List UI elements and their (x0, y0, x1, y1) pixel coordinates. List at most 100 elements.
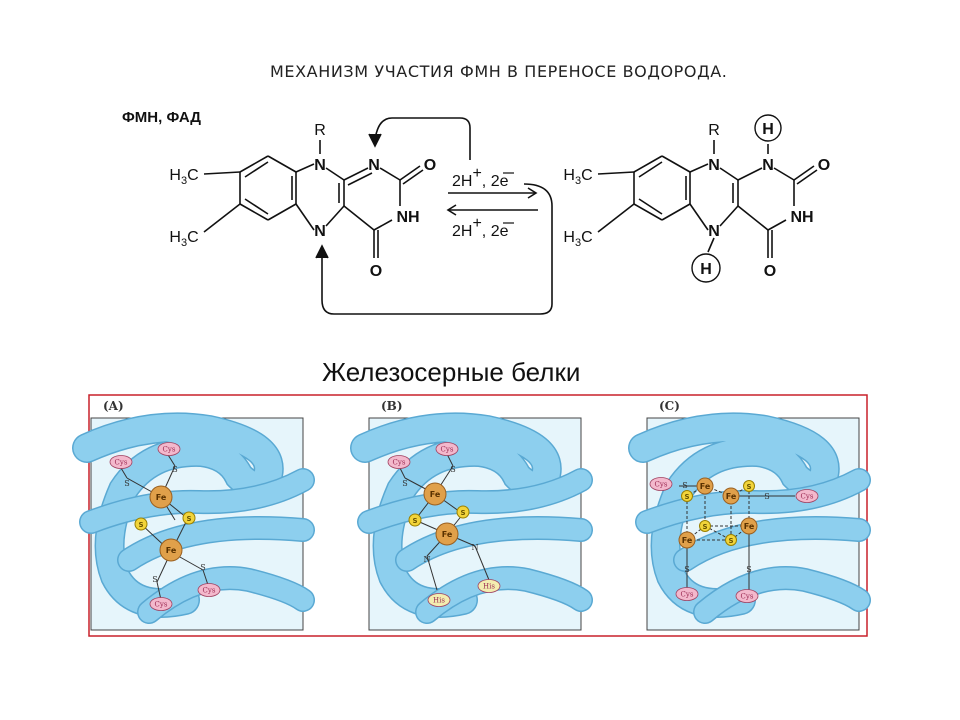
curved-arrowhead-top (368, 133, 382, 148)
sulfur-atom-label: S (728, 537, 733, 545)
ring-bond (325, 167, 345, 181)
ring-bond (295, 163, 315, 173)
ring-bond (343, 167, 369, 181)
curved-arrow-top (374, 117, 471, 160)
benzene-bond (633, 203, 663, 221)
panel-label: (C) (659, 399, 680, 413)
histidine-label: His (483, 583, 495, 591)
benzene-double-bond (244, 161, 269, 178)
cys-sulfur-label: S (682, 481, 687, 490)
histidine-ellipse (427, 593, 451, 607)
cys-sulfur-label: S (450, 465, 455, 474)
cysteine-ellipse (735, 589, 759, 603)
sulfur-atom-label: S (746, 483, 751, 491)
ring-bond (773, 167, 795, 181)
ring-double-bond (347, 172, 373, 186)
ring-bond (343, 205, 375, 231)
cysteine-label: Cys (115, 459, 128, 467)
cysteine-ellipse (149, 597, 173, 611)
iron-atom-circle (722, 487, 740, 505)
protein-ribbon (628, 412, 871, 624)
reverse-arrowhead (446, 204, 457, 216)
cysteine-ellipse (109, 455, 133, 469)
r-group-label: R (708, 122, 720, 139)
n1-label: N (368, 157, 380, 174)
iron-atom-label: Fe (166, 546, 177, 555)
cys-sulfur-label: S (200, 563, 205, 572)
ring-bond (325, 205, 345, 227)
reaction-arrows (315, 117, 553, 315)
sulfur-atom-circle (408, 513, 422, 527)
h3c-label: H3C (169, 167, 198, 187)
benzene-double-bond (638, 198, 663, 215)
reverse-reagents-label: 2H+, 2e (452, 215, 509, 240)
oxygen-label: O (370, 263, 382, 280)
bond (156, 581, 162, 601)
methyl-bond (597, 203, 635, 233)
bond (426, 555, 438, 591)
iron-sulfur-title: Железосерные белки (322, 357, 581, 387)
cys-sulfur-label: S (746, 565, 751, 574)
protein-ribbon (350, 412, 593, 624)
h3c-label: H3C (563, 229, 592, 249)
ribbon-strand (674, 517, 870, 571)
curved-arrowhead-bottom (315, 244, 329, 259)
benzene-bond (239, 203, 269, 221)
n5-label: N (708, 223, 720, 240)
sulfur-atom-label: S (684, 493, 689, 501)
iron-atom-circle (435, 522, 459, 546)
nh-label: NH (396, 209, 419, 226)
n10-label: N (708, 157, 720, 174)
ring-bond (373, 219, 393, 231)
cysteine-ellipse (157, 442, 181, 456)
sulfur-atom-circle (743, 480, 755, 492)
n5-label: N (314, 223, 326, 240)
iron-atom-circle (149, 485, 173, 509)
nh-label: NH (790, 209, 813, 226)
ribbon-strand (636, 469, 870, 533)
ribbon-strand (629, 413, 839, 617)
sulfur-atom-label: S (702, 523, 707, 531)
cysteine-label: Cys (741, 593, 754, 601)
r-group-label: R (314, 122, 326, 139)
hydrogen-circle (691, 253, 721, 283)
iron-atom-label: Fe (700, 482, 711, 491)
ribbon-strand (694, 567, 870, 623)
iron-atom-circle (159, 538, 183, 562)
cysteine-label: Cys (681, 591, 694, 599)
curved-arrow-bottom (321, 183, 553, 315)
sulfur-atom-label: S (412, 517, 417, 525)
benzene-bond (267, 155, 297, 173)
cys-sulfur-label: S (124, 479, 129, 488)
cys-sulfur-label: S (402, 479, 407, 488)
panel-label: (A) (103, 399, 124, 413)
ring-bond (719, 167, 739, 181)
cysteine-label: Cys (155, 601, 168, 609)
n1-label: N (762, 157, 774, 174)
benzene-double-bond (638, 161, 663, 178)
ring-bond (737, 167, 763, 181)
sulfur-atom-circle (456, 505, 470, 519)
sulfur-atom-label: S (186, 515, 191, 523)
sulfur-atom-circle (182, 511, 196, 525)
ring-bond (295, 203, 315, 231)
cysteine-ellipse (675, 587, 699, 601)
cube-edge (730, 525, 750, 541)
h3c-label: H3C (169, 229, 198, 249)
iron-atom-label: Fe (682, 536, 693, 545)
carbonyl-double-bond (796, 169, 818, 185)
cysteine-ellipse (435, 442, 459, 456)
oxygen-label: O (764, 263, 776, 280)
cys-sulfur-label: S (152, 575, 157, 584)
benzene-bond (633, 155, 663, 173)
ribbon-strand (138, 567, 314, 623)
ring-bond (689, 163, 709, 173)
his-nitrogen-label: N (424, 555, 431, 564)
hydrogen-label: H (700, 261, 712, 278)
ribbon-strand (396, 517, 592, 571)
fmn-fad-label: ФМН, ФАД (122, 109, 201, 126)
